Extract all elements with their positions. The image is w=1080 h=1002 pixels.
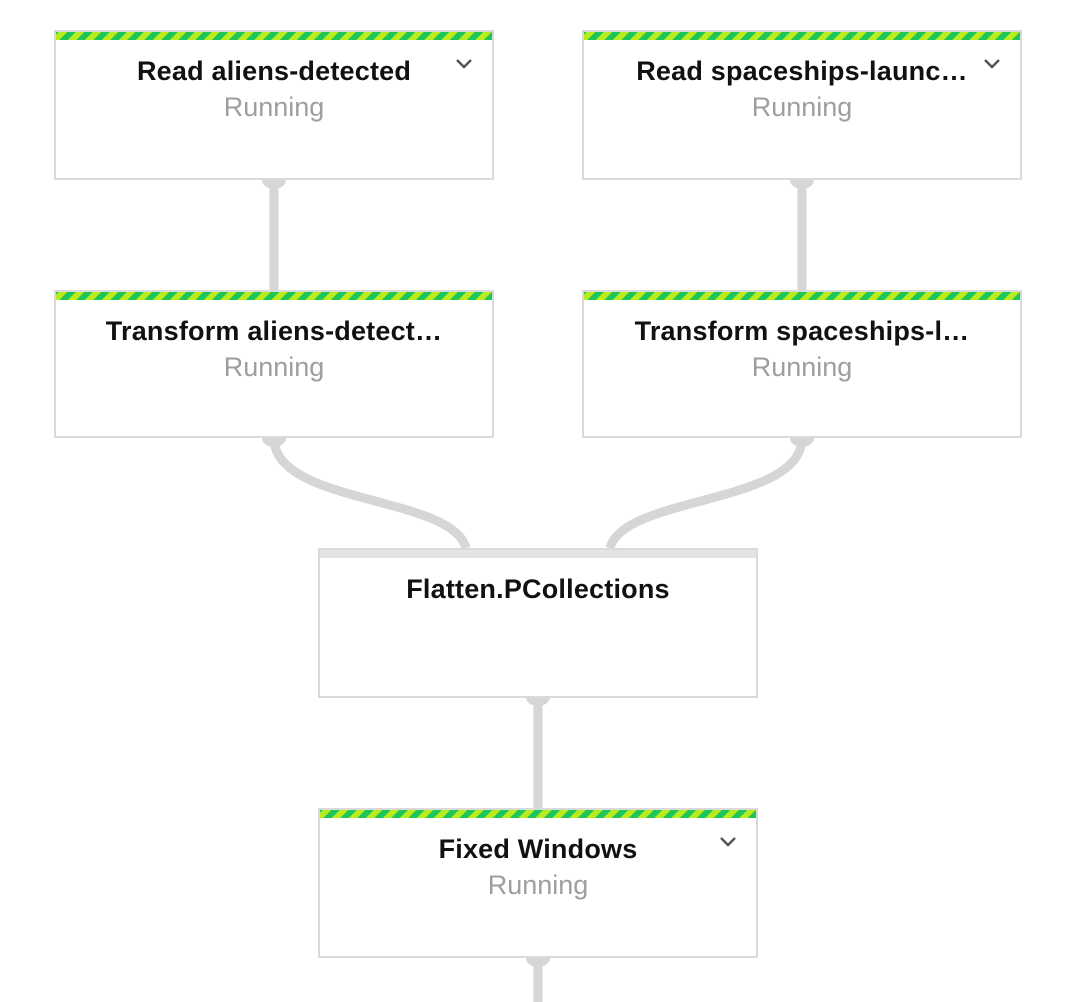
connector-knob bbox=[526, 958, 550, 967]
step-title: Flatten.PCollections bbox=[406, 574, 670, 604]
chevron-down-icon[interactable] bbox=[716, 830, 740, 854]
step-status: Running bbox=[751, 352, 853, 382]
step-title: Fixed Windows bbox=[438, 834, 638, 864]
step-title: Transform spaceships-l… bbox=[634, 316, 970, 346]
idle-progress-stripe bbox=[320, 550, 756, 558]
connector-knob bbox=[526, 697, 550, 706]
connector-knob bbox=[790, 180, 814, 189]
connector-knob bbox=[262, 180, 286, 189]
step-read-aliens-detected[interactable]: Read aliens-detected Running bbox=[54, 30, 494, 180]
running-progress-stripe bbox=[584, 32, 1020, 40]
step-flatten-pcollections[interactable]: Flatten.PCollections bbox=[318, 548, 758, 698]
connector-knob bbox=[790, 438, 814, 447]
running-progress-stripe bbox=[56, 292, 492, 300]
step-status: Running bbox=[223, 352, 325, 382]
edge-transform-aliens-to-flatten bbox=[269, 437, 471, 550]
step-status: Running bbox=[487, 870, 589, 900]
chevron-down-icon[interactable] bbox=[980, 52, 1004, 76]
step-transform-spaceships-launched[interactable]: Transform spaceships-l… Running bbox=[582, 290, 1022, 438]
step-title: Read aliens-detected bbox=[136, 56, 412, 86]
running-progress-stripe bbox=[56, 32, 492, 40]
chevron-down-icon[interactable] bbox=[452, 52, 476, 76]
step-title: Transform aliens-detect… bbox=[105, 316, 443, 346]
running-progress-stripe bbox=[320, 810, 756, 818]
running-progress-stripe bbox=[584, 292, 1020, 300]
step-title: Read spaceships-launc… bbox=[636, 56, 968, 86]
step-read-spaceships-launched[interactable]: Read spaceships-launc… Running bbox=[582, 30, 1022, 180]
step-fixed-windows[interactable]: Fixed Windows Running bbox=[318, 808, 758, 958]
step-status: Running bbox=[223, 92, 325, 122]
edge-transform-spaceships-to-flatten bbox=[605, 437, 807, 550]
step-status: Running bbox=[751, 92, 853, 122]
connector-knob bbox=[262, 438, 286, 447]
step-transform-aliens-detected[interactable]: Transform aliens-detect… Running bbox=[54, 290, 494, 438]
